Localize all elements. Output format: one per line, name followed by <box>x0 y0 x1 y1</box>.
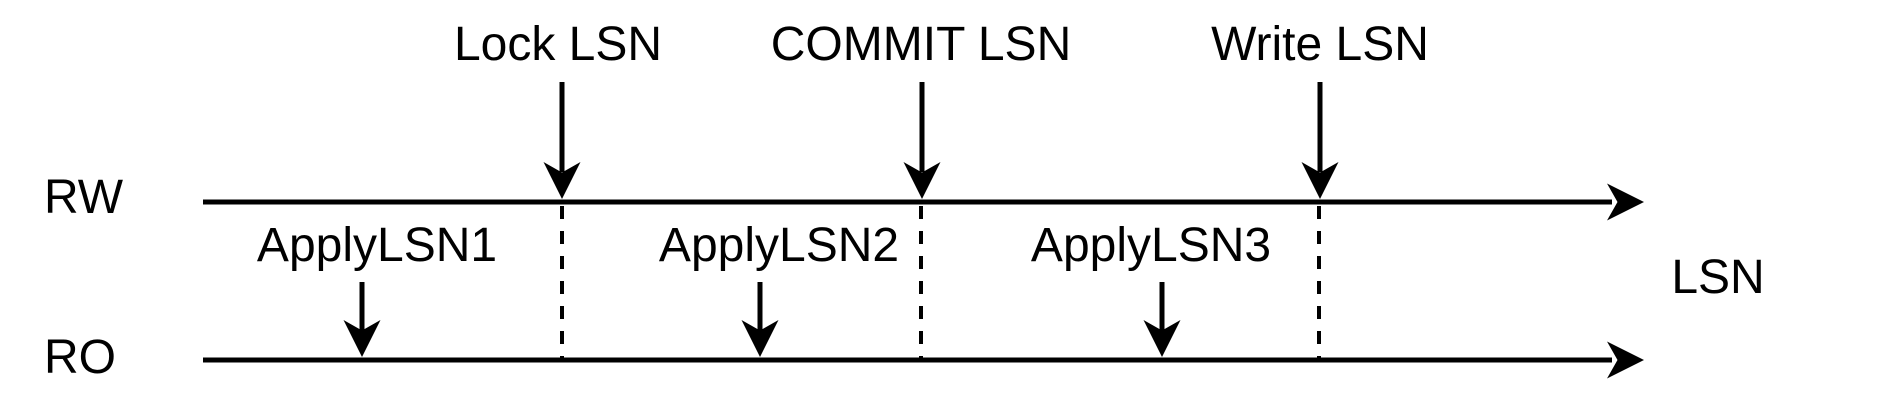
label-lsn-axis: LSN <box>1671 251 1765 304</box>
write-lsn-marker <box>1301 82 1339 358</box>
apply-lsn3-marker <box>1143 282 1181 357</box>
commit-lsn-arrowhead <box>903 162 941 199</box>
lock-lsn-arrowhead <box>543 162 581 199</box>
rw-timeline-arrowhead <box>1607 183 1644 221</box>
label-rw-timeline: RW <box>44 171 124 224</box>
ro-timeline-arrowhead <box>1607 341 1644 379</box>
ro-timeline <box>203 341 1644 379</box>
label-write-lsn: Write LSN <box>1211 18 1429 71</box>
label-apply-lsn1: ApplyLSN1 <box>256 219 498 272</box>
apply-lsn2-marker <box>741 282 779 357</box>
rw-timeline <box>203 183 1644 221</box>
lock-lsn-marker <box>543 82 581 358</box>
label-lock-lsn: Lock LSN <box>453 18 663 71</box>
apply-lsn3-arrowhead <box>1143 320 1181 357</box>
apply-lsn2-arrowhead <box>741 320 779 357</box>
write-lsn-arrowhead <box>1301 162 1339 199</box>
apply-lsn1-arrowhead <box>343 320 381 357</box>
apply-lsn1-marker <box>343 282 381 357</box>
label-ro-timeline: RO <box>44 331 116 384</box>
label-apply-lsn2: ApplyLSN2 <box>658 219 900 272</box>
label-apply-lsn3: ApplyLSN3 <box>1030 219 1272 272</box>
label-commit-lsn: COMMIT LSN <box>770 18 1072 71</box>
commit-lsn-marker <box>903 82 941 358</box>
